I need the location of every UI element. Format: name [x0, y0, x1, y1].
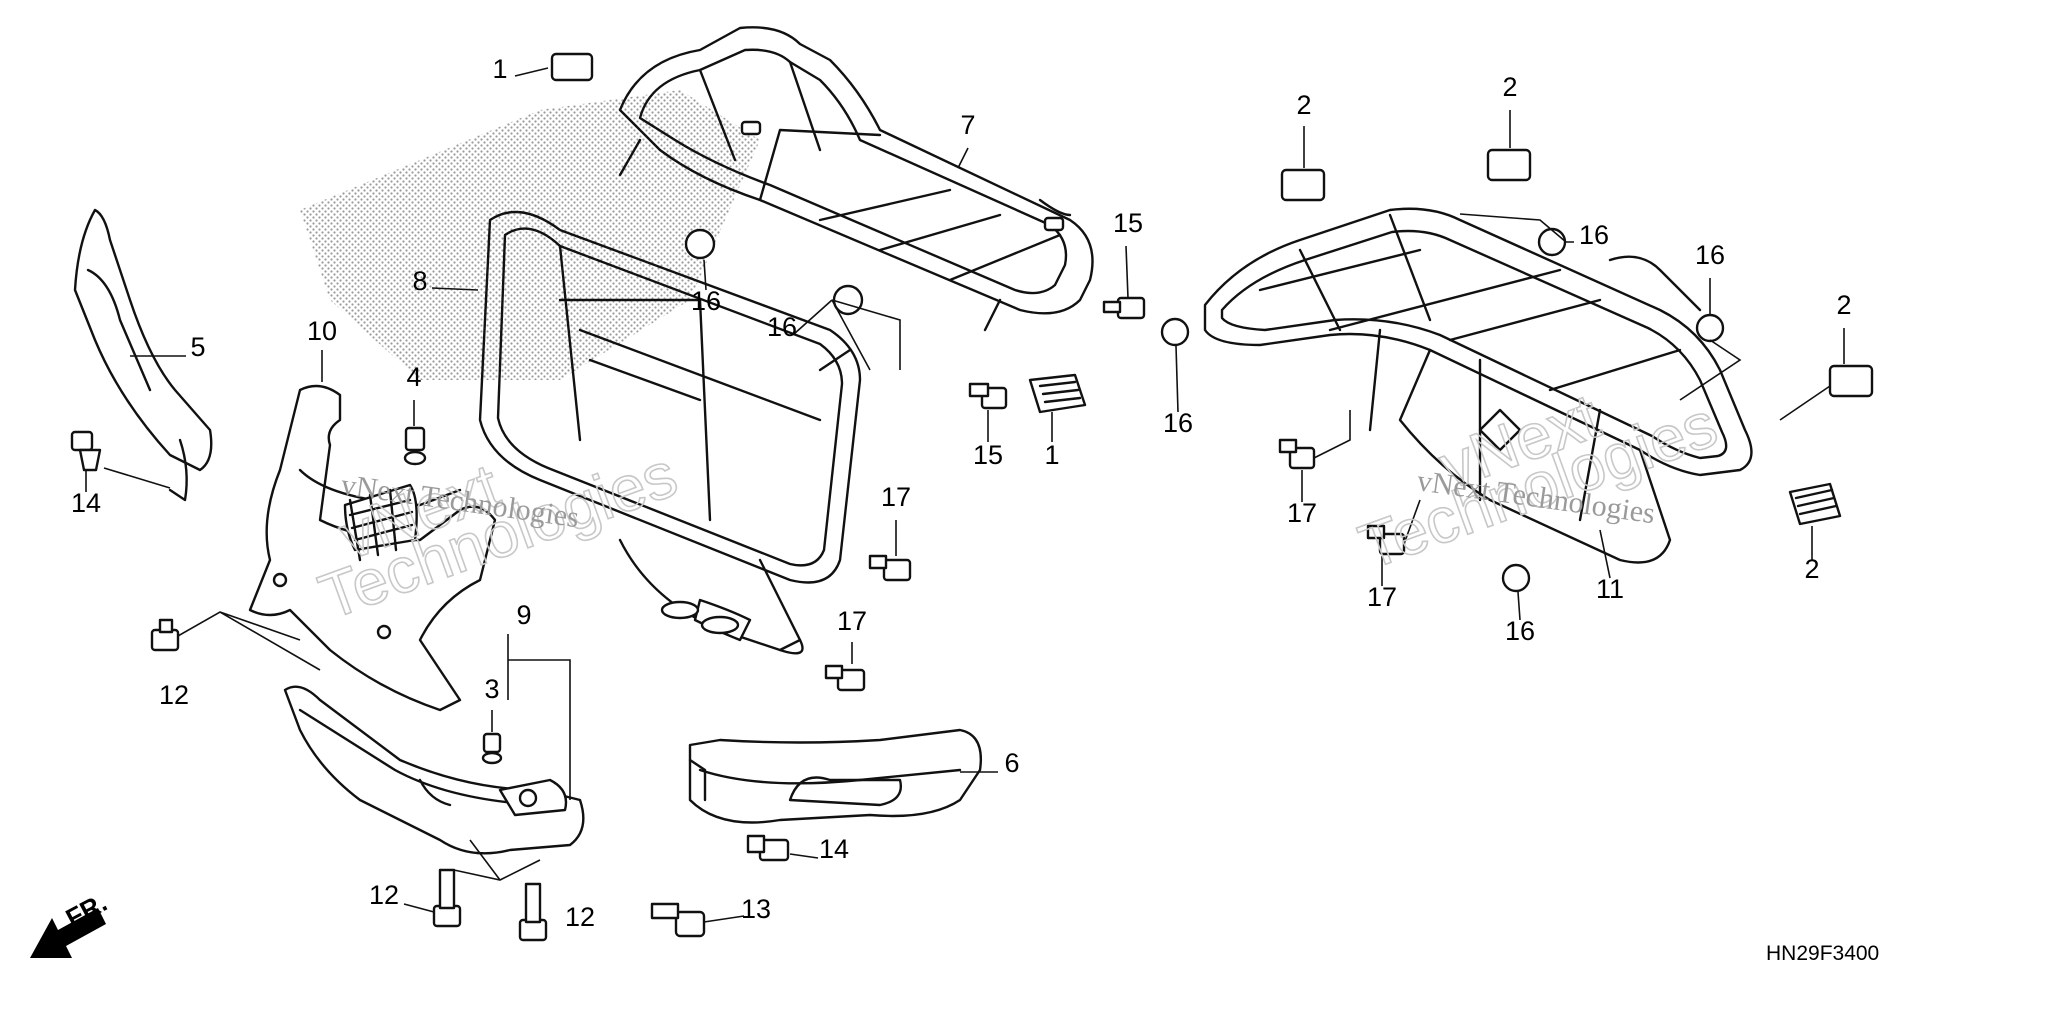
- callout-c13: 13: [741, 894, 771, 924]
- clip-14-right: [746, 834, 790, 862]
- callout-c9: 9: [516, 600, 531, 630]
- callout-c2d: 2: [1804, 554, 1819, 584]
- callout-c16e: 16: [1163, 408, 1193, 438]
- callout-c1b: 1: [1044, 440, 1059, 470]
- callout-c2c: 2: [1836, 290, 1851, 320]
- side-cover-left: [73, 208, 213, 502]
- callout-c16c: 16: [1579, 220, 1609, 250]
- callout-c3: 3: [484, 674, 499, 704]
- callout-c17c: 17: [1287, 498, 1317, 528]
- clip-14-left: [70, 430, 102, 472]
- rubber-pad-2-b: [1486, 148, 1532, 182]
- flange-nut-16-f: [1501, 563, 1531, 593]
- callout-c17b: 17: [837, 606, 867, 636]
- front-bumper-guard: [478, 210, 862, 655]
- callout-c8: 8: [412, 266, 427, 296]
- callout-c10: 10: [307, 316, 337, 346]
- side-cover-right: [688, 728, 982, 824]
- center-panel: [248, 384, 497, 712]
- callout-c4: 4: [406, 362, 421, 392]
- callout-c12b: 12: [369, 880, 399, 910]
- bolt-13: [650, 902, 706, 938]
- flange-nut-16-a: [684, 228, 716, 260]
- clip-3: [481, 732, 503, 765]
- front-direction-indicator: FR.: [30, 887, 112, 958]
- callout-c12c: 12: [565, 902, 595, 932]
- callout-c2a: 2: [1296, 90, 1311, 120]
- front-carrier-rack: [618, 26, 1094, 332]
- dotted-shading: [300, 90, 760, 380]
- flange-bolt-17-a: [868, 554, 912, 582]
- callout-c15a: 15: [1113, 208, 1143, 238]
- lower-skid-plate: [283, 685, 585, 855]
- callout-c11: 11: [1596, 574, 1624, 604]
- callout-c12a: 12: [159, 680, 189, 710]
- flange-bolt-17-c: [1278, 438, 1316, 470]
- leader-lines: [85, 67, 1845, 923]
- callout-c15b: 15: [973, 440, 1003, 470]
- bolt-12-c: [518, 882, 548, 942]
- front-arrow-icon: [30, 908, 106, 958]
- diagram-code: HN29F3400: [1766, 942, 1879, 965]
- flange-nut-16-c: [1537, 227, 1567, 257]
- bolt-12-b: [432, 868, 462, 928]
- callout-c5: 5: [190, 332, 205, 362]
- callout-c2b: 2: [1502, 72, 1517, 102]
- rear-carrier-rack: [1203, 207, 1753, 564]
- watermark-left: vNext Technologies vNext Technologies: [309, 437, 686, 634]
- rubber-pad-2-c: [1828, 364, 1874, 398]
- flange-bolt-15-top: [1102, 296, 1146, 320]
- bolt-12-a: [150, 618, 180, 652]
- callout-c14a: 14: [71, 488, 101, 518]
- callout-c16a: 16: [691, 286, 721, 316]
- clip-4: [403, 426, 427, 466]
- flange-bolt-15-mid: [968, 382, 1008, 410]
- flange-nut-16-d: [1695, 313, 1725, 343]
- callout-c17a: 17: [881, 482, 911, 512]
- callout-c7: 7: [960, 110, 975, 140]
- callout-c16d: 16: [1695, 240, 1725, 270]
- callout-c17d: 17: [1367, 582, 1397, 612]
- callout-c14b: 14: [819, 834, 849, 864]
- watermark-right: vNext Technologies vNext Technologies: [1349, 379, 1726, 584]
- rubber-pad-1-top: [550, 52, 594, 82]
- flange-bolt-17-b: [824, 664, 866, 692]
- rubber-pad-2-a: [1280, 168, 1326, 202]
- hardware: [70, 52, 1874, 942]
- callout-c6: 6: [1004, 748, 1019, 778]
- callout-c1a: 1: [492, 54, 507, 84]
- flange-nut-16-e: [1160, 317, 1190, 347]
- callout-c16b: 16: [767, 312, 797, 342]
- callout-c16f: 16: [1505, 616, 1535, 646]
